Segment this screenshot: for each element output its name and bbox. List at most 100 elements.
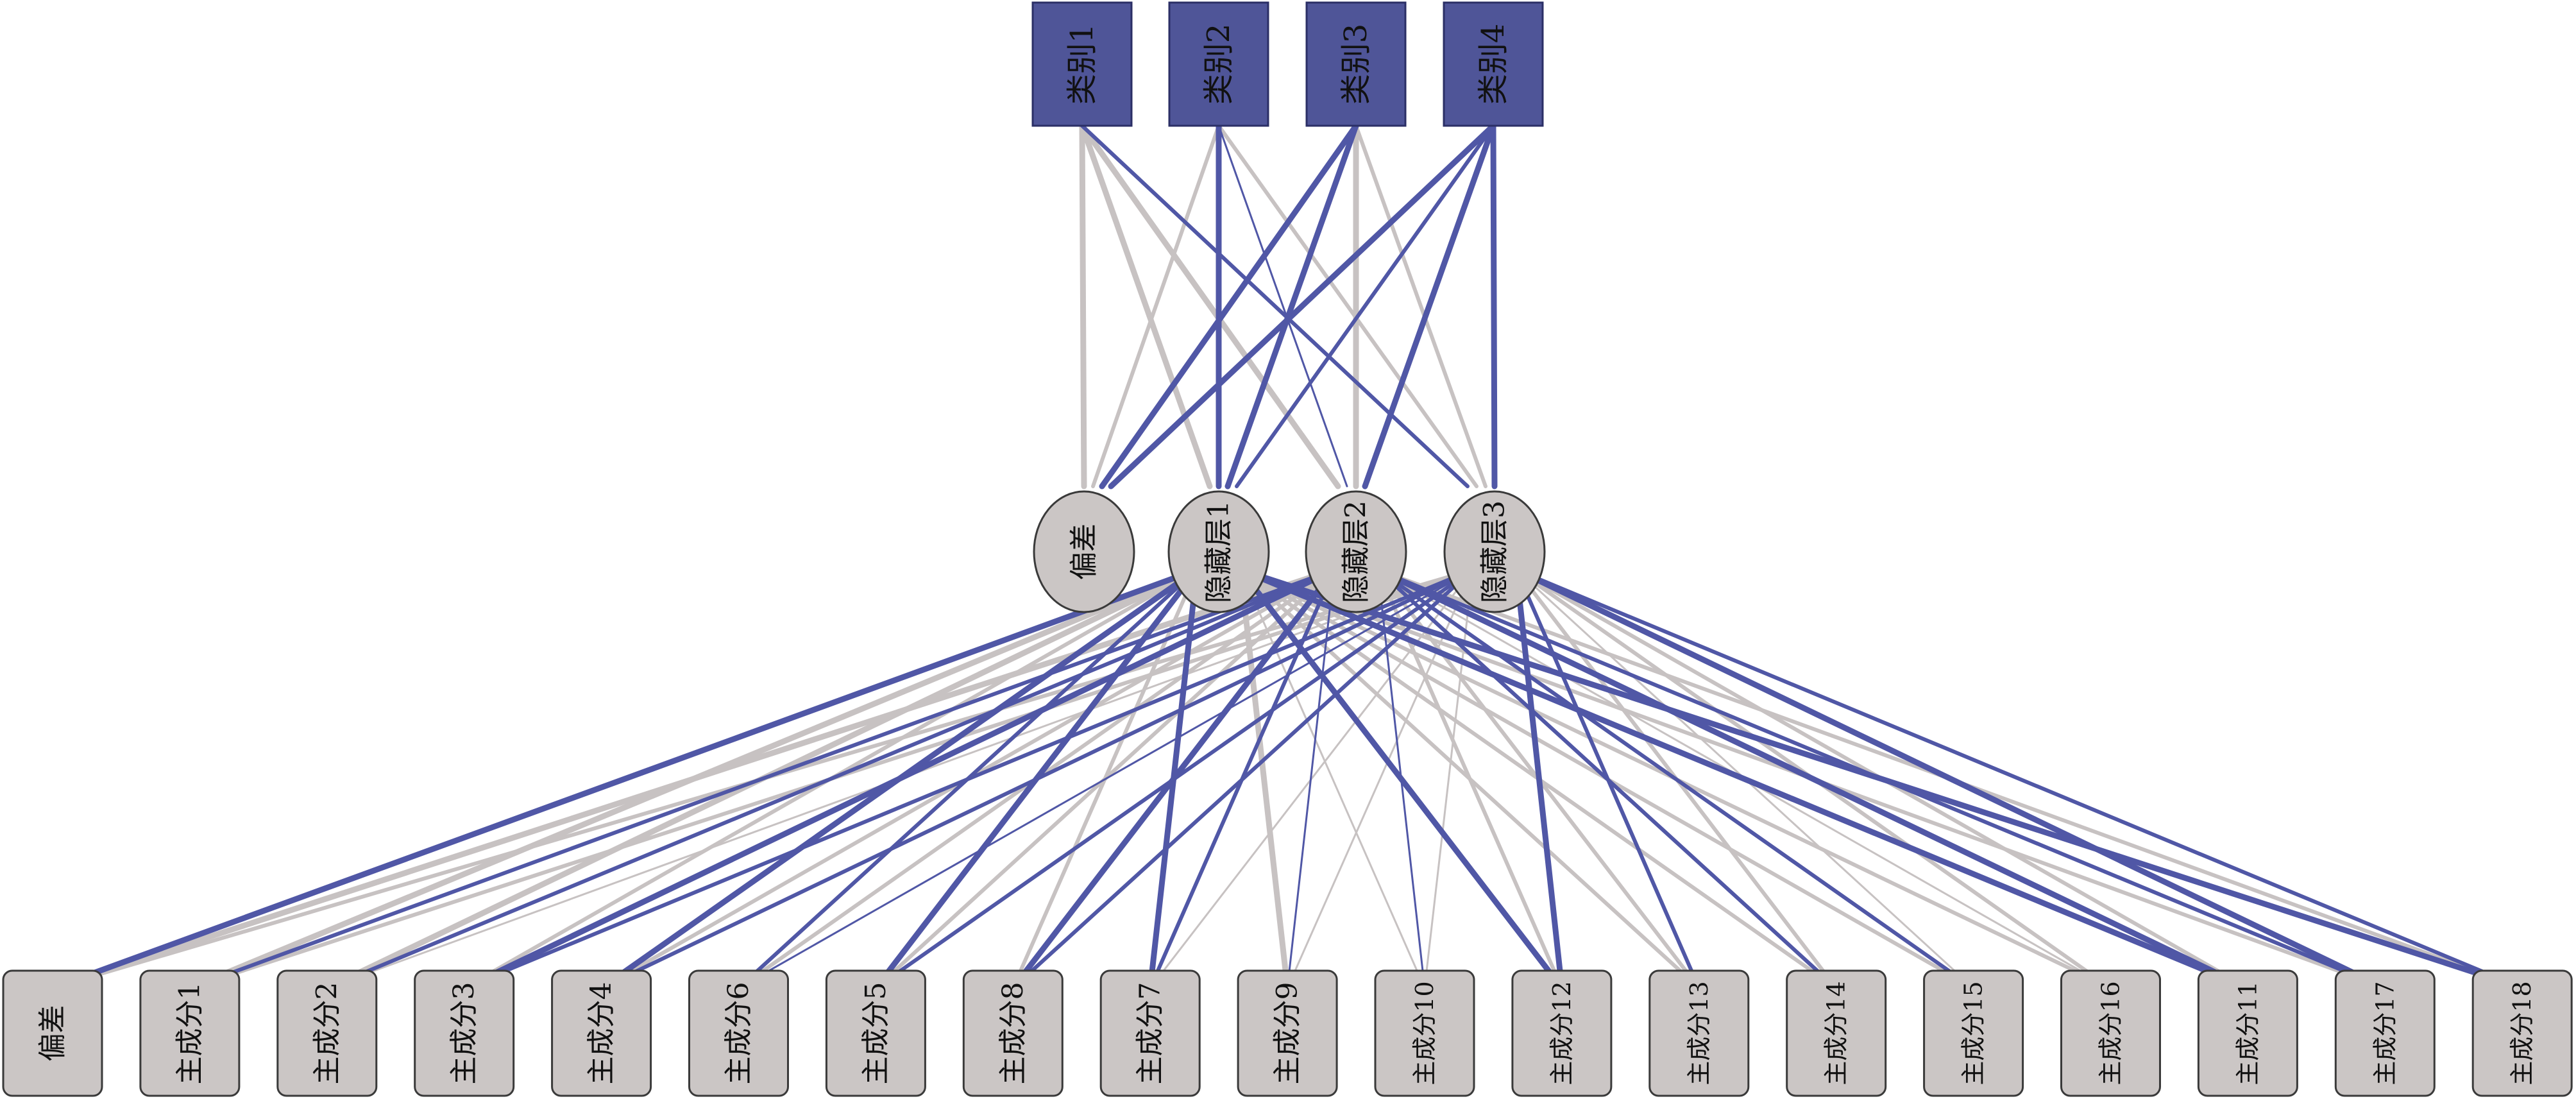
edge-p6-h3 bbox=[738, 568, 1474, 989]
input-node-label: 主成分15 bbox=[1960, 981, 1988, 1085]
input-node-label: 偏差 bbox=[37, 1005, 69, 1062]
input-node-box bbox=[2060, 969, 2161, 1097]
input-node-p11: 主成分11 bbox=[2197, 969, 2298, 1097]
input-node-label: 主成分12 bbox=[1548, 981, 1576, 1085]
input-node-p2: 主成分2 bbox=[276, 969, 378, 1097]
input-node-label: 主成分10 bbox=[1411, 981, 1439, 1085]
input-node-label: 主成分6 bbox=[722, 982, 755, 1085]
hidden-node-label: 隐藏层3 bbox=[1479, 500, 1511, 603]
output-node-label: 类别3 bbox=[1338, 24, 1374, 105]
input-node-p7: 主成分7 bbox=[1099, 969, 1201, 1097]
edge-hb-o3 bbox=[1099, 123, 1359, 490]
output-node-box bbox=[1031, 1, 1133, 127]
input-node-box bbox=[688, 969, 789, 1097]
input-node-label: 主成分5 bbox=[860, 982, 892, 1085]
edge-h3-o1 bbox=[1080, 124, 1470, 488]
edge-h2-o4 bbox=[1362, 123, 1496, 490]
input-node-box bbox=[1237, 969, 1338, 1097]
edge-p11-h2 bbox=[1375, 567, 2251, 991]
input-node-p5: 主成分5 bbox=[825, 969, 926, 1097]
connection-edges bbox=[49, 123, 2525, 991]
input-node-p12: 主成分12 bbox=[1511, 969, 1613, 1097]
input-node-box bbox=[1923, 969, 2024, 1097]
hidden-node-ellipse bbox=[1033, 490, 1135, 613]
input-node-p1: 主成分1 bbox=[139, 969, 241, 1097]
hidden-node-label: 隐藏层1 bbox=[1203, 500, 1235, 603]
edge-p9-h1 bbox=[1237, 567, 1291, 991]
input-node-label: 主成分11 bbox=[2233, 981, 2262, 1085]
input-node-p10: 主成分10 bbox=[1374, 969, 1475, 1097]
edge-p15-h2 bbox=[1376, 568, 1976, 990]
output-node-o1: 类别1 bbox=[1031, 1, 1133, 127]
edge-p7-h1 bbox=[1147, 567, 1200, 991]
edge-p2-h2 bbox=[325, 568, 1336, 990]
input-node-box bbox=[2334, 969, 2436, 1097]
input-node-box bbox=[1374, 969, 1475, 1097]
input-node-box bbox=[414, 969, 515, 1097]
output-node-box bbox=[1443, 1, 1544, 127]
output-node-label: 类别1 bbox=[1064, 24, 1100, 105]
input-node-label: 主成分7 bbox=[1134, 982, 1167, 1085]
hidden-node-h1: 隐藏层1 bbox=[1167, 490, 1270, 613]
input-node-p16: 主成分16 bbox=[2060, 969, 2161, 1097]
edge-h1-o3 bbox=[1224, 123, 1359, 490]
input-node-p14: 主成分14 bbox=[1786, 969, 1887, 1097]
input-node-box bbox=[1511, 969, 1613, 1097]
input-node-box bbox=[276, 969, 378, 1097]
input-node-label: 主成分3 bbox=[448, 982, 480, 1085]
edge-p7-h2 bbox=[1148, 568, 1336, 990]
edge-p17-h3 bbox=[1513, 567, 2388, 991]
hidden-node-h2: 隐藏层2 bbox=[1305, 490, 1407, 613]
edge-ib-h1 bbox=[49, 567, 1200, 991]
input-node-p3: 主成分3 bbox=[414, 969, 515, 1097]
edge-p12-h1 bbox=[1237, 567, 1565, 991]
input-node-label: 主成分8 bbox=[997, 982, 1030, 1085]
edge-p1-h1 bbox=[187, 567, 1200, 991]
hidden-node-hb: 偏差 bbox=[1033, 490, 1135, 613]
hidden-node-label: 偏差 bbox=[1068, 524, 1101, 580]
input-node-box bbox=[139, 969, 241, 1097]
input-node-box bbox=[1648, 969, 1750, 1097]
edge-p9-h3 bbox=[1286, 568, 1474, 989]
hidden-node-label: 隐藏层2 bbox=[1340, 500, 1373, 603]
input-node-p9: 主成分9 bbox=[1237, 969, 1338, 1097]
edge-p4-h1 bbox=[598, 567, 1200, 991]
edge-p18-h1 bbox=[1237, 567, 2525, 991]
edge-hb-o4 bbox=[1108, 123, 1496, 490]
input-node-box bbox=[2, 969, 103, 1097]
edge-hb-o1 bbox=[1079, 123, 1087, 490]
edge-p9-h2 bbox=[1286, 568, 1335, 989]
output-node-label: 类别2 bbox=[1201, 24, 1237, 105]
input-node-box bbox=[825, 969, 926, 1097]
input-node-box bbox=[2197, 969, 2298, 1097]
input-node-box bbox=[2471, 969, 2573, 1097]
input-node-p18: 主成分18 bbox=[2471, 969, 2573, 1097]
input-node-p13: 主成分13 bbox=[1648, 969, 1750, 1097]
hidden-node-h3: 隐藏层3 bbox=[1443, 490, 1546, 613]
edge-p6-h1 bbox=[736, 568, 1199, 990]
input-node-box bbox=[551, 969, 652, 1097]
input-node-p4: 主成分4 bbox=[551, 969, 652, 1097]
hidden-node-ellipse bbox=[1443, 490, 1546, 613]
input-node-label: 主成分13 bbox=[1685, 981, 1713, 1085]
edge-h3-o4 bbox=[1490, 123, 1498, 490]
hidden-node-ellipse bbox=[1305, 490, 1407, 613]
input-node-label: 主成分4 bbox=[585, 982, 618, 1085]
edge-p10-h1 bbox=[1239, 568, 1426, 989]
input-node-label: 主成分9 bbox=[1271, 982, 1304, 1085]
input-node-label: 主成分1 bbox=[173, 982, 206, 1085]
input-node-label: 主成分14 bbox=[1822, 981, 1851, 1085]
edge-p18-h3 bbox=[1514, 568, 2525, 990]
output-node-o4: 类别4 bbox=[1443, 1, 1544, 127]
edge-h3-o2 bbox=[1217, 124, 1479, 488]
input-node-label: 主成分18 bbox=[2508, 981, 2536, 1085]
input-node-label: 主成分16 bbox=[2097, 981, 2125, 1085]
hidden-node-ellipse bbox=[1167, 490, 1270, 613]
output-node-box bbox=[1305, 1, 1407, 127]
input-node-p8: 主成分8 bbox=[962, 969, 1063, 1097]
edge-p13-h1 bbox=[1239, 568, 1701, 990]
input-node-label: 主成分17 bbox=[2371, 981, 2399, 1085]
output-node-o3: 类别3 bbox=[1305, 1, 1407, 127]
